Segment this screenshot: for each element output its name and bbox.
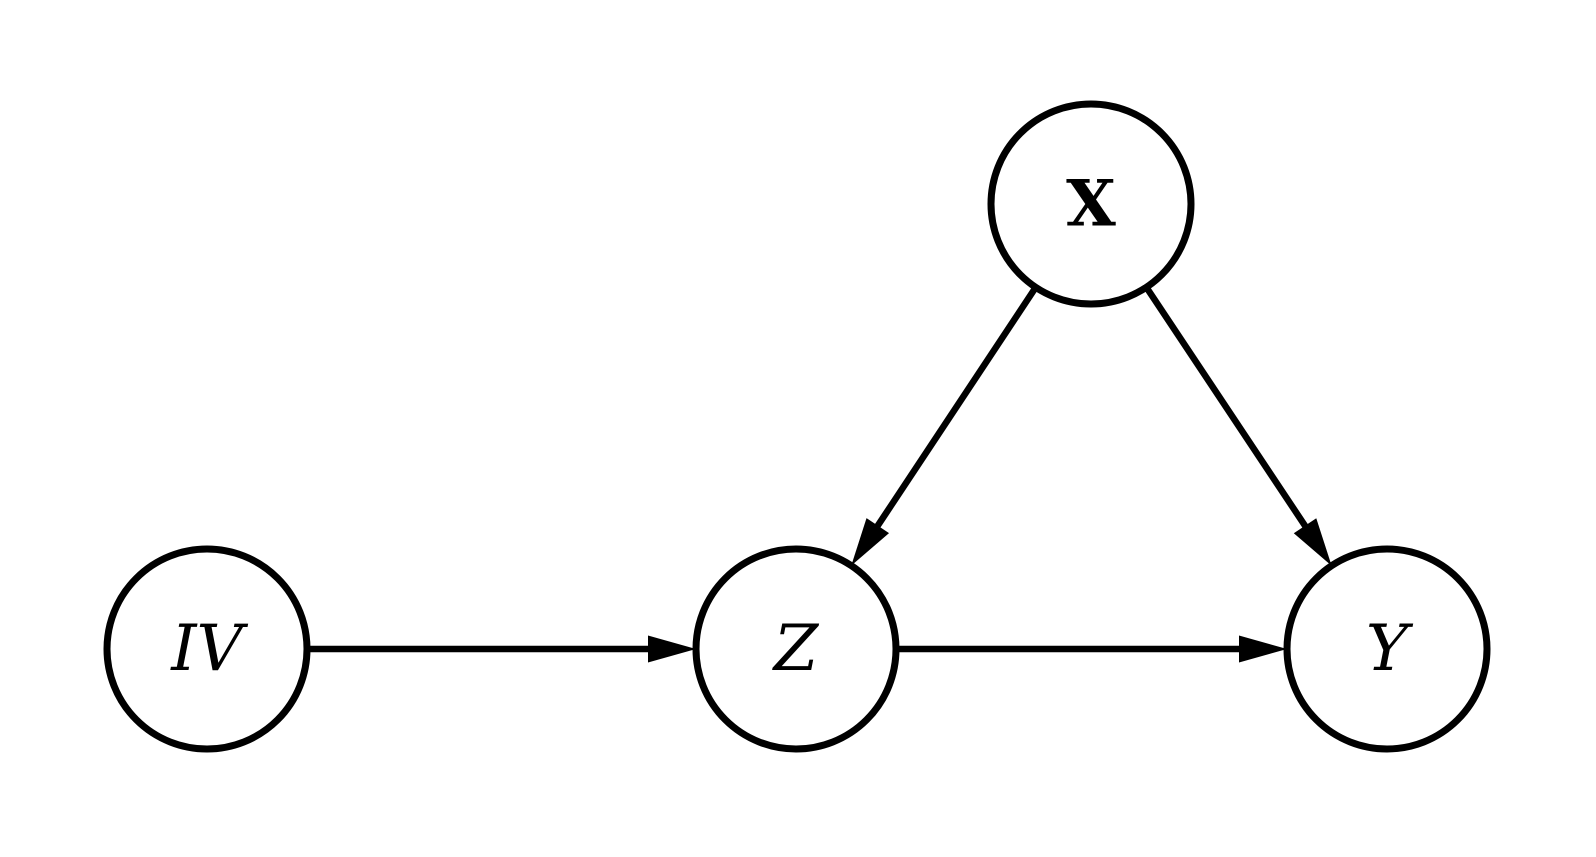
node-Y-circle bbox=[1283, 545, 1491, 753]
node-Y-label: Y bbox=[1366, 612, 1414, 686]
arrowhead-X-Z bbox=[851, 518, 890, 566]
node-Z-label: Z bbox=[772, 612, 820, 686]
node-X-circle bbox=[987, 100, 1195, 308]
node-Z-circle bbox=[692, 545, 900, 753]
edge-X-Y bbox=[1143, 285, 1309, 530]
node-IV-circle bbox=[103, 545, 311, 753]
edge-X-Z bbox=[873, 285, 1039, 530]
arrowhead-X-Y bbox=[1293, 518, 1332, 566]
node-X-label: X bbox=[1066, 167, 1116, 242]
arrowhead-IV-Z bbox=[648, 635, 696, 663]
arrowhead-Z-Y bbox=[1239, 635, 1287, 663]
node-IV-label: IV bbox=[170, 612, 248, 686]
